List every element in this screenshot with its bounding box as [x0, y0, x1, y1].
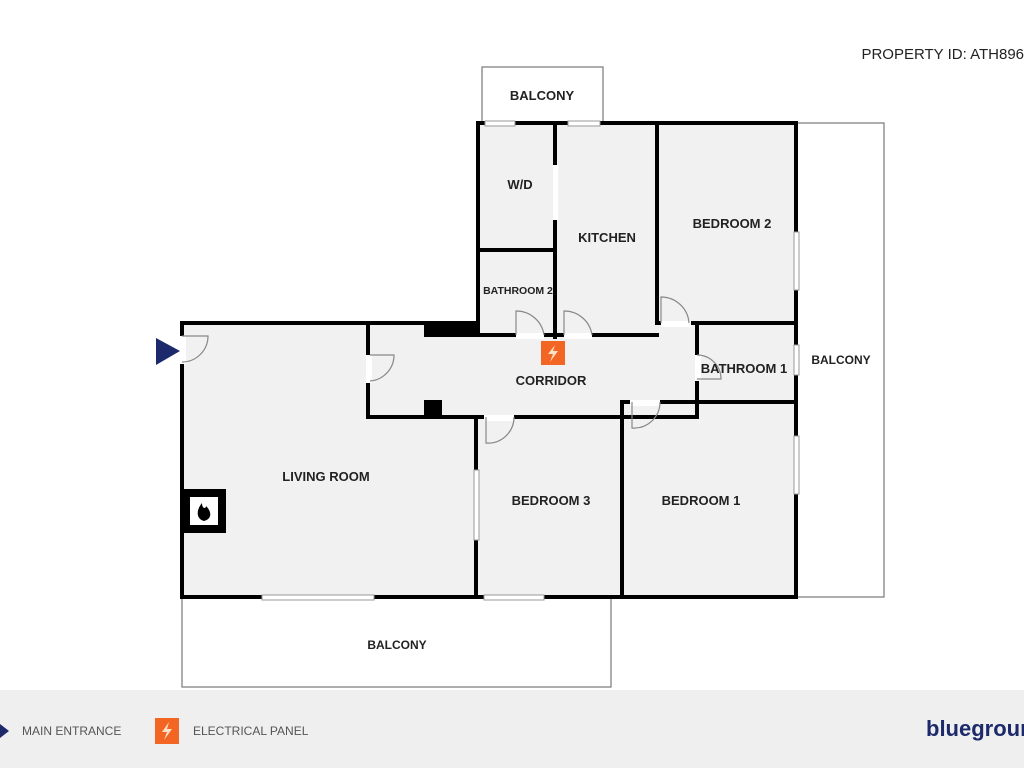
label-bedroom-2: BEDROOM 2: [693, 216, 772, 231]
balcony-top: [481, 66, 604, 124]
label-wd: W/D: [507, 177, 532, 192]
label-corridor: CORRIDOR: [516, 373, 587, 388]
main-entrance-icon: [156, 338, 180, 365]
doors: [180, 296, 722, 444]
label-kitchen: KITCHEN: [578, 230, 636, 245]
legend-bar: MAIN ENTRANCE ELECTRICAL PANEL bluegroun: [0, 690, 1024, 768]
label-bedroom-3: BEDROOM 3: [512, 493, 591, 508]
label-bathroom-2: BATHROOM 2: [483, 285, 553, 297]
legend-main-entrance: MAIN ENTRANCE: [22, 724, 122, 738]
electrical-panel-icon: [155, 718, 179, 744]
label-balcony-bottom: BALCONY: [367, 638, 426, 652]
windows: [261, 120, 800, 601]
property-id: PROPERTY ID: ATH896: [861, 46, 1024, 63]
label-balcony-top: BALCONY: [510, 88, 575, 103]
room-fills: [182, 123, 796, 597]
label-living-room: LIVING ROOM: [282, 469, 369, 484]
label-bathroom-1: BATHROOM 1: [701, 361, 787, 376]
label-balcony-right: BALCONY: [811, 353, 870, 367]
legend-electrical-panel: ELECTRICAL PANEL: [193, 724, 309, 738]
balcony-right: [795, 122, 885, 598]
label-bedroom-1: BEDROOM 1: [662, 493, 741, 508]
floor-plan: BALCONY W/D KITCHEN BEDROOM 2 BATHROOM 2…: [156, 66, 885, 688]
brand-logo: bluegroun: [926, 716, 1024, 741]
balcony-bottom: [181, 596, 612, 688]
electrical-panel-icon: [541, 341, 565, 365]
main-entrance-icon: [0, 724, 9, 738]
fireplace-icon: [182, 489, 226, 533]
